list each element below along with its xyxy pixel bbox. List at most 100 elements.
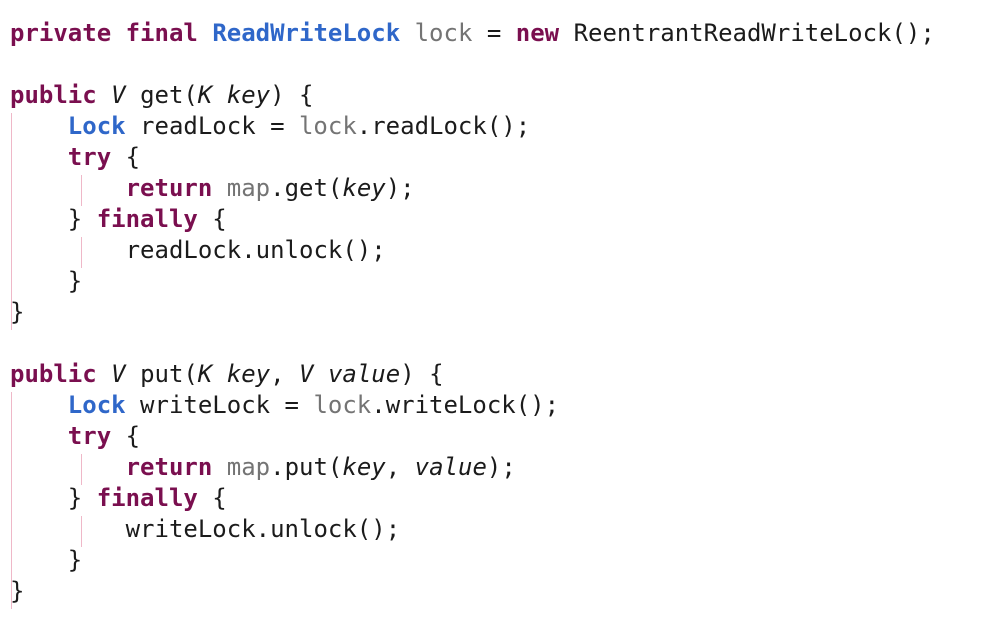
- code-editor[interactable]: private final ReadWriteLock lock = new R…: [10, 18, 980, 614]
- code-token: private: [10, 19, 112, 47]
- code-token: (: [183, 360, 198, 388]
- code-token: [400, 19, 414, 47]
- code-token: try: [67, 422, 112, 450]
- code-token: Lock: [67, 391, 126, 419]
- code-token: ReentrantReadWriteLock: [573, 19, 892, 47]
- code-token: get: [284, 174, 328, 202]
- code-line: Lock readLock = lock.readLock();: [10, 111, 530, 142]
- code-token: ();: [342, 236, 386, 264]
- code-token: K: [197, 360, 213, 388]
- code-line: readLock.unlock();: [10, 235, 386, 266]
- code-token: value: [414, 453, 487, 481]
- code-token: ) {: [400, 360, 444, 388]
- indent-guide-try-put: [81, 454, 82, 485]
- indent-guide-method-put: [11, 392, 12, 609]
- code-token: return: [125, 174, 213, 202]
- code-token: final: [125, 19, 198, 47]
- code-token: map: [226, 174, 271, 202]
- code-line: } finally {: [10, 204, 227, 235]
- code-token: writeLock.: [10, 515, 271, 543]
- code-token: readLock =: [125, 112, 299, 140]
- code-token: ,: [270, 360, 300, 388]
- code-token: readLock.: [10, 236, 256, 264]
- code-token: {: [197, 484, 227, 512]
- code-token: unlock: [270, 515, 357, 543]
- code-token: {: [111, 422, 141, 450]
- code-token: lock: [298, 112, 357, 140]
- code-token: }: [10, 577, 25, 605]
- code-line: }: [10, 297, 24, 328]
- code-token: [97, 81, 111, 109]
- code-token: lock: [313, 391, 372, 419]
- code-token: ) {: [270, 81, 314, 109]
- code-line: writeLock.unlock();: [10, 514, 401, 545]
- code-line: try {: [10, 142, 140, 173]
- code-token: }: [10, 298, 25, 326]
- code-token: [212, 174, 226, 202]
- code-line: Lock writeLock = lock.writeLock();: [10, 390, 559, 421]
- code-token: key: [342, 453, 386, 481]
- code-line: public V put(K key, V value) {: [10, 359, 444, 390]
- code-token: [10, 174, 126, 202]
- code-line: private final ReadWriteLock lock = new R…: [10, 18, 935, 49]
- code-token: key: [226, 360, 271, 388]
- code-token: .: [270, 453, 285, 481]
- indent-guide-method-get: [11, 113, 12, 330]
- code-token: {: [111, 143, 141, 171]
- code-token: key: [226, 81, 271, 109]
- code-token: key: [342, 174, 386, 202]
- code-line: public V get(K key) {: [10, 80, 314, 111]
- indent-guide-try-get: [81, 175, 82, 206]
- code-token: }: [10, 267, 83, 295]
- code-token: (: [327, 453, 343, 481]
- code-token: [212, 360, 226, 388]
- code-token: ();: [515, 391, 560, 419]
- indent-guide-finally-put: [81, 516, 82, 547]
- code-token: K: [197, 81, 213, 109]
- code-token: [111, 19, 125, 47]
- code-token: value: [327, 360, 401, 388]
- code-token: put: [140, 360, 184, 388]
- code-token: [10, 112, 68, 140]
- code-token: writeLock =: [125, 391, 314, 419]
- code-token: [126, 81, 140, 109]
- code-line: } finally {: [10, 483, 227, 514]
- code-line: }: [10, 266, 82, 297]
- code-token: new: [515, 19, 560, 47]
- code-token: .: [270, 174, 285, 202]
- code-token: .: [371, 391, 386, 419]
- code-line: }: [10, 545, 82, 576]
- code-token: }: [10, 546, 83, 574]
- code-token: [212, 81, 226, 109]
- code-token: );: [486, 453, 516, 481]
- code-token: {: [197, 205, 227, 233]
- code-token: [126, 360, 140, 388]
- code-token: get: [140, 81, 184, 109]
- code-token: Lock: [67, 112, 126, 140]
- code-token: }: [10, 205, 97, 233]
- code-line: return map.put(key, value);: [10, 452, 516, 483]
- code-token: [10, 143, 68, 171]
- code-token: public: [10, 81, 97, 109]
- code-token: writeLock: [385, 391, 516, 419]
- code-token: =: [472, 19, 516, 47]
- code-token: [10, 422, 68, 450]
- code-line: try {: [10, 421, 140, 452]
- code-line: }: [10, 576, 24, 607]
- code-token: ReadWriteLock: [212, 19, 401, 47]
- code-line: return map.get(key);: [10, 173, 415, 204]
- code-token: [198, 19, 212, 47]
- code-token: [97, 360, 111, 388]
- code-token: .: [356, 112, 372, 140]
- code-token: [212, 453, 226, 481]
- code-token: );: [385, 174, 415, 202]
- code-token: readLock: [371, 112, 487, 140]
- code-token: finally: [96, 484, 198, 512]
- code-token: ();: [891, 19, 935, 47]
- code-token: [559, 19, 573, 47]
- code-token: map: [226, 453, 271, 481]
- code-token: [10, 453, 126, 481]
- code-token: ,: [385, 453, 415, 481]
- code-token: finally: [96, 205, 198, 233]
- code-token: ();: [486, 112, 531, 140]
